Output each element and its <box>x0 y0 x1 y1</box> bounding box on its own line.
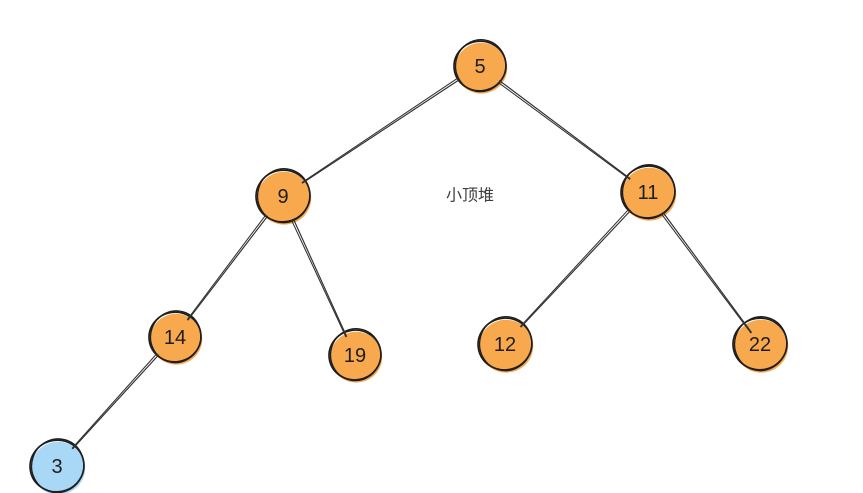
edge-stroke <box>187 215 269 321</box>
tree-node-19: 19 <box>328 328 383 383</box>
node-outline <box>329 328 382 382</box>
edge-11-22 <box>660 211 753 334</box>
edge-stroke <box>498 79 631 180</box>
edges-layer <box>71 76 753 450</box>
edge-stroke <box>71 352 158 449</box>
tree-node-9: 9 <box>255 168 312 225</box>
edge-stroke <box>72 354 160 450</box>
node-value: 22 <box>749 334 771 356</box>
edge-14-3 <box>71 352 160 450</box>
node-fill <box>734 319 789 373</box>
edge-5-11 <box>497 79 631 180</box>
node-fill <box>330 331 383 383</box>
tree-node-5: 5 <box>453 39 508 94</box>
edge-stroke <box>186 214 267 321</box>
edge-9-14 <box>186 214 269 321</box>
node-value: 14 <box>164 327 186 349</box>
node-outline <box>478 316 533 372</box>
tree-node-3: 3 <box>29 438 86 493</box>
node-outline <box>256 168 311 224</box>
node-fill <box>455 42 508 94</box>
diagram-caption: 小顶堆 <box>446 187 494 205</box>
edge-stroke <box>290 219 347 338</box>
edge-stroke <box>662 211 753 334</box>
edge-stroke <box>292 218 348 338</box>
edge-stroke <box>519 208 630 328</box>
node-outline <box>30 438 85 493</box>
tree-node-12: 12 <box>477 316 534 373</box>
tree-node-14: 14 <box>148 310 203 365</box>
node-value: 19 <box>344 345 366 367</box>
nodes-layer: 5 9 11 14 19 12 22 3 <box>29 39 789 493</box>
edge-stroke <box>660 213 752 334</box>
edge-9-19 <box>290 218 348 338</box>
node-fill <box>257 171 312 225</box>
edge-stroke <box>497 81 631 180</box>
node-value: 11 <box>638 182 659 204</box>
node-value: 12 <box>494 334 516 356</box>
tree-node-22: 22 <box>732 316 789 373</box>
node-outline <box>454 39 507 93</box>
node-fill <box>479 319 534 373</box>
edge-stroke <box>520 209 632 328</box>
edge-stroke <box>301 78 461 184</box>
node-outline <box>621 164 676 220</box>
edge-5-9 <box>301 76 461 184</box>
node-value: 3 <box>51 456 62 478</box>
node-fill <box>31 441 86 493</box>
edge-11-12 <box>519 208 632 328</box>
node-outline <box>733 316 788 372</box>
node-value: 9 <box>277 186 288 208</box>
node-fill <box>150 313 203 365</box>
node-fill <box>622 167 677 221</box>
node-outline <box>149 310 202 364</box>
edge-stroke <box>301 76 460 184</box>
node-value: 5 <box>474 56 485 78</box>
tree-node-11: 11 <box>620 164 677 221</box>
